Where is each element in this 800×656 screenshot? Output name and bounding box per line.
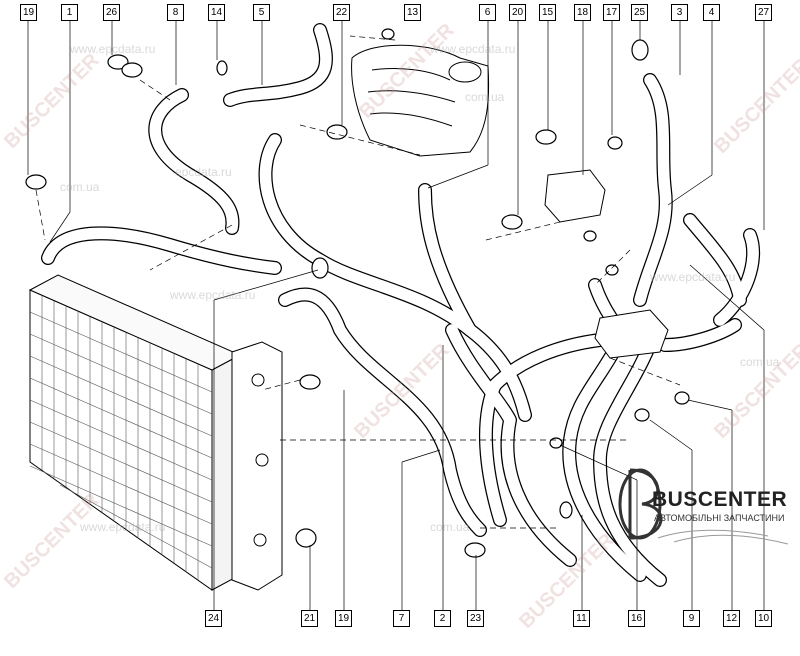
- callout-label: 11: [573, 610, 590, 627]
- callout-label: 8: [167, 4, 184, 21]
- logo-subtitle: АВТОМОБІЛЬНІ ЗАПЧАСТИНИ: [654, 513, 785, 523]
- callout-label: 24: [205, 610, 222, 627]
- callout-label: 2: [434, 610, 451, 627]
- callout-label: 17: [603, 4, 620, 21]
- logo-title: BUSCENTER: [652, 488, 788, 511]
- callout-label: 6: [479, 4, 496, 21]
- callout-label: 10: [755, 610, 772, 627]
- callout-label: 26: [103, 4, 120, 21]
- callout-label: 16: [628, 610, 645, 627]
- callout-label: 23: [467, 610, 484, 627]
- callout-label: 19: [335, 610, 352, 627]
- callout-label: 20: [509, 4, 526, 21]
- callout-label: 13: [404, 4, 421, 21]
- callout-label: 1: [61, 4, 78, 21]
- radiator: [28, 274, 242, 591]
- callout-label: 18: [574, 4, 591, 21]
- callout-label: 25: [631, 4, 648, 21]
- buscenter-logo: [618, 468, 789, 545]
- callout-label: 7: [393, 610, 410, 627]
- callout-label: 19: [20, 4, 37, 21]
- callout-label: 9: [683, 610, 700, 627]
- callout-label: 4: [703, 4, 720, 21]
- callout-label: 5: [253, 4, 270, 21]
- callout-label: 3: [671, 4, 688, 21]
- callout-label: 27: [755, 4, 772, 21]
- callout-label: 22: [333, 4, 350, 21]
- callout-label: 12: [723, 610, 740, 627]
- callout-label: 21: [301, 610, 318, 627]
- callout-label: 15: [539, 4, 556, 21]
- callout-label: 14: [208, 4, 225, 21]
- expansion-tank: [351, 44, 490, 157]
